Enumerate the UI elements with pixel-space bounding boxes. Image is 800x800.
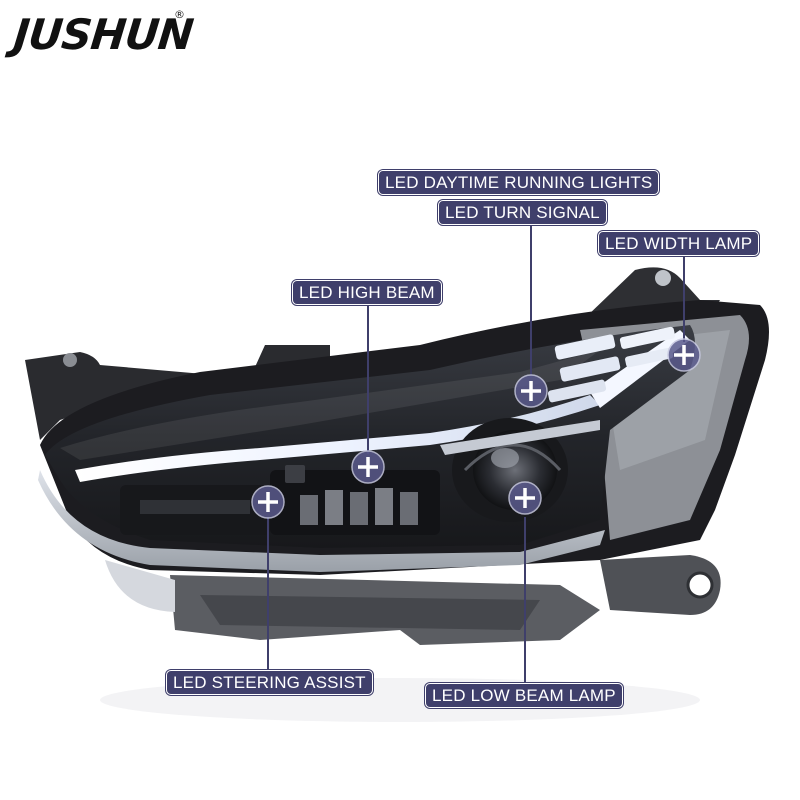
brand-logo: JUSHUN <box>11 10 196 59</box>
high-beam-module <box>270 465 440 535</box>
marker-low-beam <box>508 481 542 515</box>
right-bracket <box>600 555 721 615</box>
lower-bracket-shadow <box>200 595 540 630</box>
marker-steering-assist <box>251 485 285 519</box>
lens-reflection <box>60 350 600 460</box>
marker-turn-signal <box>514 374 548 408</box>
steering-assist-module <box>120 485 270 535</box>
marker-high-beam <box>351 450 385 484</box>
chrome-accent <box>440 420 600 455</box>
lower-clear-trim <box>105 560 175 612</box>
callout-high-beam: LED HIGH BEAM <box>292 280 442 305</box>
leader-lines <box>267 225 685 683</box>
callout-drl: LED DAYTIME RUNNING LIGHTS <box>378 170 660 195</box>
callout-width-lamp: LED WIDTH LAMP <box>598 231 760 256</box>
marker-width-lamp <box>667 338 701 372</box>
drl-strip <box>75 395 600 482</box>
turn-signal-leds <box>547 326 676 403</box>
callout-steering-assist: LED STEERING ASSIST <box>166 670 373 695</box>
bracket-hole <box>688 573 712 597</box>
callout-turn-signal: LED TURN SIGNAL <box>438 200 607 225</box>
registered-mark: ® <box>174 8 185 21</box>
callout-low-beam: LED LOW BEAM LAMP <box>425 683 623 708</box>
